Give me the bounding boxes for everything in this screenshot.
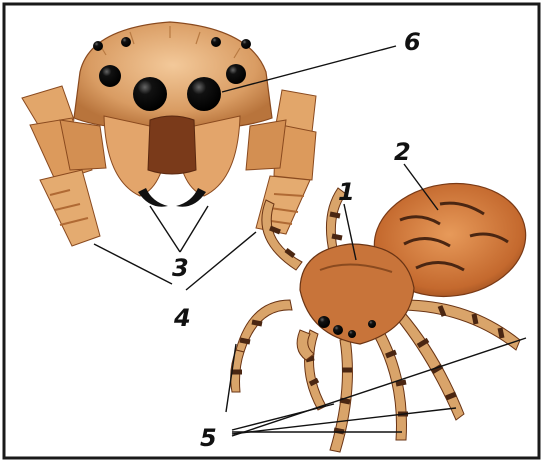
side-eye: [348, 330, 356, 338]
small-eye: [121, 37, 131, 47]
main-eye-right: [187, 77, 221, 111]
label-6: 6: [404, 28, 421, 56]
lateral-eye-right: [226, 64, 246, 84]
label-5: 5: [200, 424, 217, 452]
front-inner-right-leg: [246, 120, 286, 170]
label-2: 2: [394, 138, 411, 166]
label-4: 4: [173, 304, 191, 332]
lateral-eye-left: [99, 65, 121, 87]
small-eye: [93, 41, 103, 51]
small-eye: [211, 37, 221, 47]
main-eye-left: [133, 77, 167, 111]
side-eye: [368, 320, 376, 328]
small-eye: [241, 39, 251, 49]
side-eye: [333, 325, 343, 335]
label-1: 1: [338, 178, 355, 206]
front-mouth-gap: [148, 116, 196, 174]
label-3: 3: [172, 254, 189, 282]
side-eye: [318, 316, 330, 328]
